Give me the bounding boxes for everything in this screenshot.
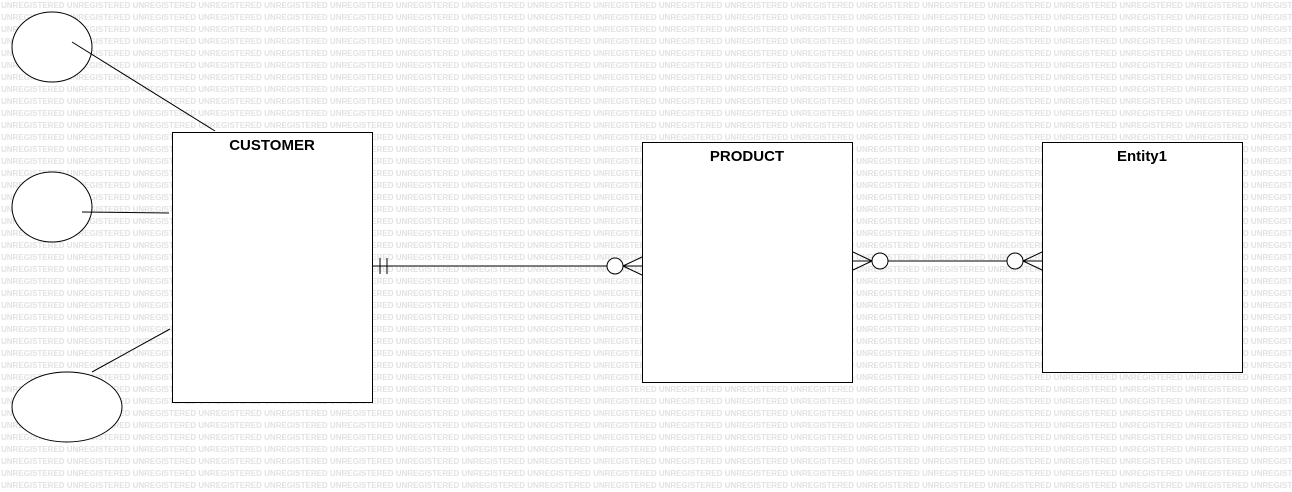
relationship-customer-product[interactable] [373,256,643,276]
customer-attribute-1[interactable] [11,11,93,83]
customer-attribute-2[interactable] [11,171,93,243]
entity-product-title: PRODUCT [710,148,784,165]
attribute-3-connector[interactable] [91,328,171,373]
entity-product[interactable]: PRODUCT [642,142,853,383]
entity-entity1-box[interactable] [1042,142,1243,373]
entity-entity1[interactable]: Entity1 [1042,142,1243,373]
crows-foot-marker [1022,251,1043,262]
entity-customer-box[interactable] [172,132,373,403]
entity-customer-title: CUSTOMER [229,137,315,154]
crows-foot-marker [1022,260,1043,271]
attribute-1-connector[interactable] [71,41,216,132]
entity-product-box[interactable] [642,142,853,383]
crows-foot-marker [852,251,873,262]
entity-entity1-title: Entity1 [1117,148,1167,165]
crows-foot-marker [622,256,643,267]
zero-circle-marker [871,252,889,270]
crows-foot-marker [852,260,873,271]
zero-circle-marker [1006,252,1024,270]
crows-foot-marker [622,265,643,276]
customer-attribute-3[interactable] [11,371,123,443]
attribute-2-connector[interactable] [81,211,170,214]
entity-customer[interactable]: CUSTOMER [172,132,373,403]
zero-circle-marker [606,257,624,275]
relationship-product-entity1[interactable] [852,251,1043,271]
